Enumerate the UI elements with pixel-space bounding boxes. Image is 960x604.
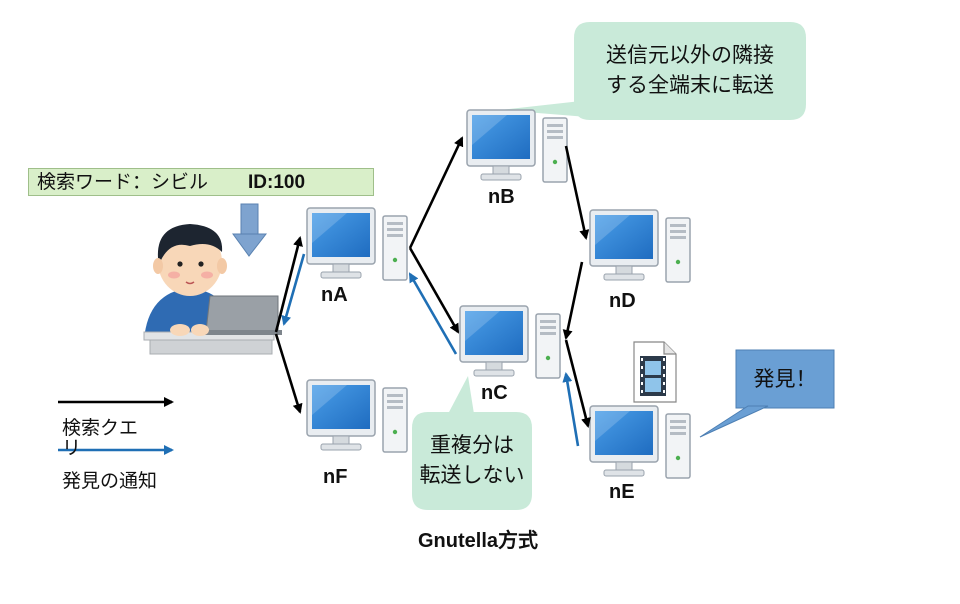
legend-query-line2: リ [62,437,82,459]
forward-callout [500,22,806,120]
node-label-nF: nF [323,466,348,488]
node-label-nE: nE [609,481,635,503]
search-query-box: 検索ワード：シビル ID:100 [28,168,374,196]
arrow-user-to-nF [274,333,303,414]
arrow-nE-to-nC [562,372,580,447]
arrow-nA-to-nC [408,247,460,334]
legend-query-line1: 検索クエ [62,417,139,439]
computer-nC [459,305,561,379]
forward-callout-line1: 送信元以外の隣接 [606,43,774,67]
arrow-nA-to-user [281,253,306,326]
query-id: ID:100 [248,172,306,193]
forward-callout-text: 送信元以外の隣接 する全端末に転送 [576,40,804,100]
diagram-caption: Gnutella方式 [418,530,539,552]
legend-query-label: 検索クエ リ [62,418,138,458]
computer-nA [306,207,408,281]
node-label-nB: nB [488,186,515,208]
computer-nF [306,379,408,453]
duplicate-callout-line1: 重複分は [430,433,514,457]
user-illustration [143,224,282,355]
notify-arrows [58,253,580,455]
duplicate-callout [412,376,532,510]
forward-callout-line2: する全端末に転送 [606,73,774,97]
computer-nE [589,405,691,479]
legend-notify-label: 発見の通知 [62,470,158,492]
duplicate-callout-line2: 転送しない [419,463,525,487]
node-label-nA: nA [321,284,348,306]
arrow-user-to-nA [274,236,303,333]
computer-nB [466,109,568,183]
query-arrows [58,136,591,428]
computer-nD [589,209,691,283]
duplicate-callout-text: 重複分は 転送しない [414,430,530,490]
arrow-nC-to-nA [408,272,458,355]
search-word-label: 検索ワード：シビル [37,171,209,193]
query-down-arrow [232,203,268,257]
found-callout-text: 発見！ [753,367,817,391]
node-label-nC: nC [481,382,508,404]
arrow-nC-to-nE [564,339,591,428]
arrow-nD-to-nC [562,261,584,340]
arrow-nB-to-nD [564,145,590,240]
node-label-nD: nD [609,290,636,312]
video-file-icon [633,341,677,403]
found-callout [699,349,835,438]
arrow-nA-to-nB [408,136,464,249]
